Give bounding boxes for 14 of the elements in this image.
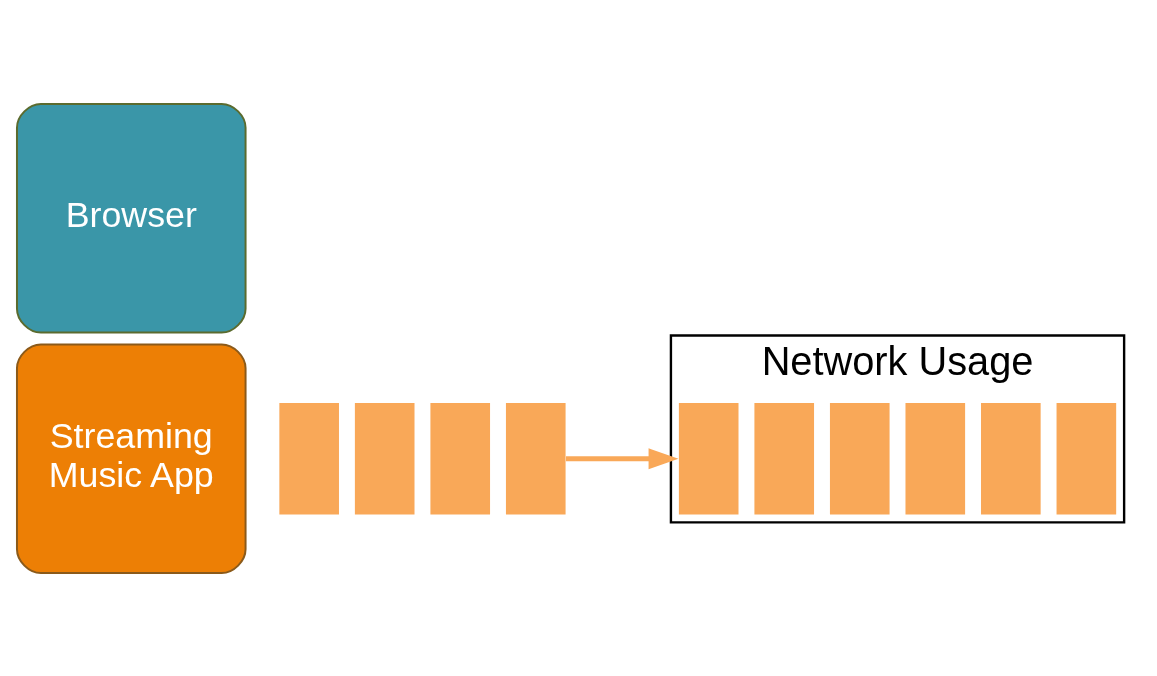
node-box: Browser (15, 102, 247, 334)
node-bar (905, 402, 966, 514)
node-bar (829, 402, 890, 514)
node-bar (505, 402, 566, 514)
node-bar (279, 402, 339, 514)
node-bar (678, 402, 739, 514)
node-bar (1056, 402, 1117, 514)
node-box: Streaming Music App (15, 342, 247, 574)
node-bar (430, 402, 491, 514)
arrow (566, 447, 679, 469)
node-bar (981, 402, 1041, 514)
node-bar (754, 402, 815, 514)
node-bar (354, 402, 415, 514)
cluster: Network Usage (669, 333, 1126, 524)
